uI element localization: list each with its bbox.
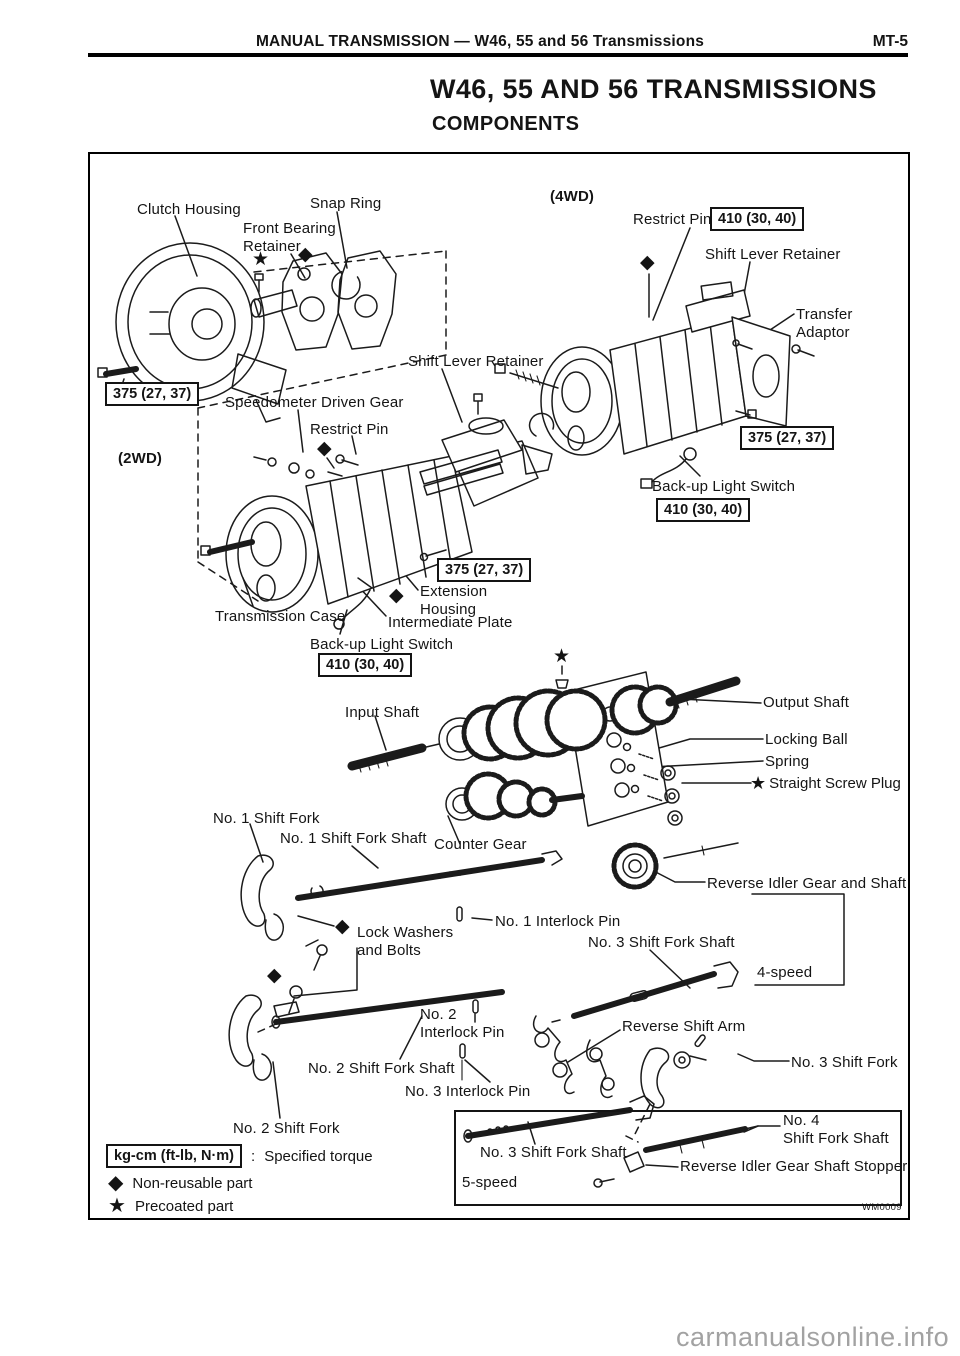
label-shift-lever-retainer-4wd: Shift Lever Retainer: [705, 246, 841, 263]
label-snap-ring: Snap Ring: [310, 195, 382, 212]
legend-non-reusable-row: ◆ Non-reusable part: [108, 1173, 252, 1193]
legend-torque-desc: Specified torque: [264, 1147, 373, 1165]
legend-precoated-desc: Precoated part: [134, 1197, 234, 1215]
page-header-title: MANUAL TRANSMISSION — W46, 55 and 56 Tra…: [255, 33, 705, 50]
non-reusable-icon: ◆: [389, 585, 404, 606]
label-backup-light-switch-2wd: Back-up Light Switch: [310, 636, 454, 653]
label-backup-light-switch-4wd: Back-up Light Switch: [652, 478, 796, 495]
non-reusable-icon: ◆: [267, 965, 282, 986]
label-locking-ball: Locking Ball: [765, 731, 848, 748]
non-reusable-icon: ◆: [108, 1172, 124, 1194]
torque-410-backup-4wd: 410 (30, 40): [656, 498, 751, 522]
torque-375-extension: 375 (27, 37): [437, 558, 532, 582]
label-no3-interlock-pin: No. 3 Interlock Pin: [405, 1083, 531, 1100]
label-front-bearing-retainer: Front Bearing Retainer: [243, 220, 336, 256]
site-watermark: carmanualsonline.info: [676, 1322, 950, 1352]
label-speedometer-driven-gear: Speedometer Driven Gear: [225, 394, 404, 411]
group-label-4wd: (4WD): [550, 188, 595, 205]
torque-375-clutch: 375 (27, 37): [105, 382, 200, 406]
precoated-icon: ★: [750, 773, 767, 793]
label-no2-interlock-pin: No. 2 Interlock Pin: [420, 1006, 505, 1042]
label-transmission-case: Transmission Case: [215, 608, 346, 625]
label-no3-shift-fork: No. 3 Shift Fork: [791, 1054, 898, 1071]
page-subtitle: COMPONENTS: [432, 113, 580, 135]
exploded-diagram-artwork: [97, 211, 845, 1188]
label-intermediate-plate: Intermediate Plate: [388, 614, 513, 631]
page-number: MT-5: [872, 33, 908, 50]
label-counter-gear: Counter Gear: [434, 836, 527, 853]
label-no4-shift-fork-shaft: No. 4 Shift Fork Shaft: [783, 1112, 889, 1148]
label-lock-washers-and-bolts: Lock Washers and Bolts: [357, 924, 454, 960]
label-no1-shift-fork: No. 1 Shift Fork: [213, 810, 320, 827]
legend-torque-row: kg-cm (ft-lb, N·m) : Specified torque: [106, 1144, 373, 1168]
non-reusable-icon: ◆: [640, 252, 655, 273]
non-reusable-icon: ◆: [335, 916, 350, 937]
label-shift-lever-retainer-2wd: Shift Lever Retainer: [408, 353, 544, 370]
label-reverse-idler-gear-shaft-stopper: Reverse Idler Gear Shaft Stopper: [680, 1158, 908, 1175]
group-label-5-speed: 5-speed: [462, 1174, 518, 1191]
precoated-icon: ★: [108, 1195, 126, 1217]
label-extension-housing: Extension Housing: [420, 583, 488, 619]
torque-410-4wd: 410 (30, 40): [710, 207, 805, 231]
label-no3-shift-fork-shaft-4sp: No. 3 Shift Fork Shaft: [588, 934, 735, 951]
label-straight-screw-plug-row: ★ Straight Screw Plug: [750, 774, 901, 792]
torque-410-backup-2wd: 410 (30, 40): [318, 653, 413, 677]
figure-code: WM0009: [862, 1202, 902, 1213]
precoated-icon: ★: [252, 249, 270, 270]
components-figure: (4WD) (2WD) 4-speed 5-speed Clutch Housi…: [88, 152, 910, 1220]
non-reusable-icon: ◆: [298, 244, 313, 265]
legend-colon: :: [251, 1147, 256, 1165]
label-straight-screw-plug: Straight Screw Plug: [769, 774, 901, 792]
label-reverse-shift-arm: Reverse Shift Arm: [622, 1018, 746, 1035]
label-no3-shift-fork-shaft-5sp: No. 3 Shift Fork Shaft: [480, 1144, 627, 1161]
page-title: W46, 55 AND 56 TRANSMISSIONS: [430, 74, 877, 104]
non-reusable-icon: ◆: [317, 438, 332, 459]
legend-precoated-row: ★ Precoated part: [108, 1196, 233, 1216]
torque-375-4wd: 375 (27, 37): [740, 426, 835, 450]
legend-non-reusable-desc: Non-reusable part: [132, 1174, 253, 1192]
label-no2-shift-fork-shaft: No. 2 Shift Fork Shaft: [308, 1060, 455, 1077]
label-no1-interlock-pin: No. 1 Interlock Pin: [495, 913, 621, 930]
label-no2-shift-fork: No. 2 Shift Fork: [233, 1120, 340, 1137]
legend-torque-box: kg-cm (ft-lb, N·m): [106, 1144, 243, 1168]
label-spring: Spring: [765, 753, 810, 770]
label-restrict-pin-4wd: Restrict Pin: [633, 211, 712, 228]
precoated-icon: ★: [553, 646, 571, 667]
label-transfer-adaptor: Transfer Adaptor: [796, 306, 853, 342]
group-label-2wd: (2WD): [118, 450, 163, 467]
label-input-shaft: Input Shaft: [345, 704, 420, 721]
label-clutch-housing: Clutch Housing: [137, 201, 241, 218]
label-output-shaft: Output Shaft: [763, 694, 850, 711]
label-reverse-idler-gear-and-shaft: Reverse Idler Gear and Shaft: [707, 875, 907, 892]
label-no1-shift-fork-shaft: No. 1 Shift Fork Shaft: [280, 830, 427, 847]
header-rule: [88, 53, 908, 57]
group-label-4-speed: 4-speed: [757, 964, 813, 981]
label-restrict-pin-2wd: Restrict Pin: [310, 421, 389, 438]
five-speed-subbox: [454, 1110, 902, 1206]
